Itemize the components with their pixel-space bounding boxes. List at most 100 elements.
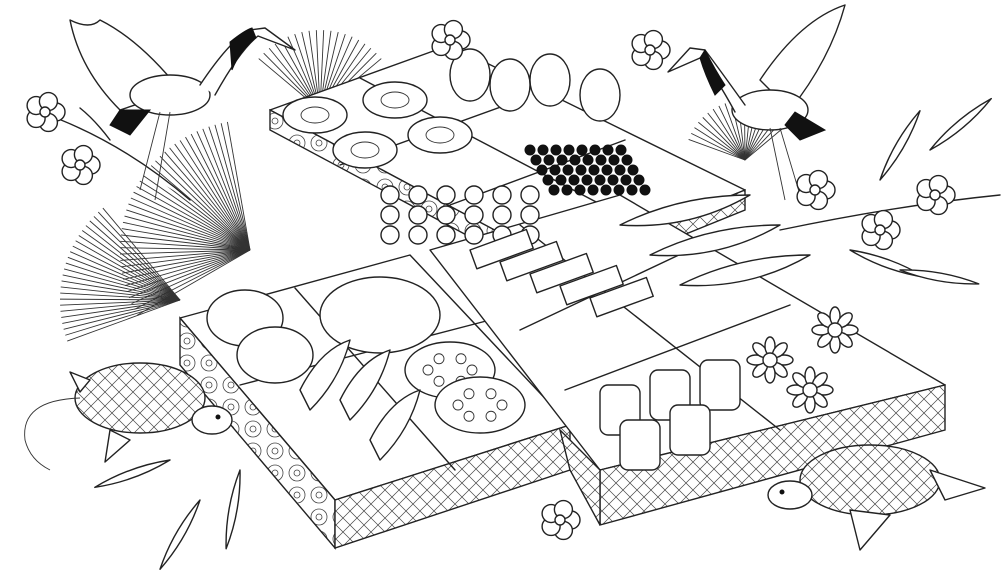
kombu-roll bbox=[589, 276, 654, 318]
kamaboko bbox=[236, 326, 314, 384]
pine-needle bbox=[143, 175, 251, 251]
pine-needle bbox=[63, 268, 181, 301]
pine-needle bbox=[128, 203, 251, 251]
bamboo-leaf bbox=[879, 110, 921, 181]
bamboo-leaf bbox=[159, 499, 201, 570]
black-bean bbox=[639, 184, 651, 196]
lotus-hole bbox=[463, 410, 475, 422]
sardine bbox=[649, 224, 781, 257]
kuromame-piece bbox=[464, 185, 484, 205]
pine-needle bbox=[208, 126, 251, 251]
flower-center bbox=[802, 382, 818, 398]
lotus-hole bbox=[455, 353, 467, 365]
bamboo-leaf bbox=[899, 269, 980, 285]
pine-needle bbox=[718, 105, 746, 161]
black-bean bbox=[563, 144, 575, 156]
pine-needle bbox=[89, 220, 181, 301]
black-bean bbox=[595, 154, 607, 166]
pine-needle bbox=[214, 124, 251, 251]
crane-left bbox=[69, 19, 296, 201]
blossom-center bbox=[74, 159, 86, 171]
pine-needle bbox=[59, 298, 181, 301]
pine-needle bbox=[120, 249, 251, 255]
datemaki-roll bbox=[332, 131, 398, 169]
bamboo-leaf bbox=[94, 459, 171, 489]
black-bean bbox=[568, 174, 580, 186]
pine-needle bbox=[81, 230, 181, 301]
potato-cake bbox=[319, 276, 441, 354]
pine-needle bbox=[120, 247, 251, 251]
kombu-roll bbox=[529, 252, 594, 294]
black-bean bbox=[587, 184, 599, 196]
chestnut-kinton bbox=[579, 68, 621, 122]
black-bean bbox=[633, 174, 645, 186]
kuromame-piece bbox=[464, 205, 484, 225]
datemaki-roll bbox=[282, 96, 348, 134]
black-bean bbox=[569, 154, 581, 166]
pine-needle bbox=[78, 235, 181, 301]
black-bean bbox=[614, 164, 626, 176]
lotus-hole bbox=[463, 388, 475, 400]
kuromame-piece bbox=[520, 205, 540, 225]
pine-needle bbox=[124, 215, 251, 251]
egg-roll bbox=[699, 359, 741, 411]
pine-needle bbox=[93, 216, 181, 301]
kuromame-piece bbox=[436, 205, 456, 225]
chestnut-kinton bbox=[449, 48, 491, 102]
shrimp bbox=[299, 339, 351, 411]
black-bean bbox=[594, 174, 606, 186]
kuromame-piece bbox=[492, 185, 512, 205]
roll-swirl bbox=[350, 141, 380, 159]
black-bean bbox=[601, 164, 613, 176]
pine-needle bbox=[121, 249, 251, 274]
pine-needle bbox=[131, 249, 251, 305]
kuromame-piece bbox=[520, 185, 540, 205]
kuromame-piece bbox=[408, 205, 428, 225]
kuromame-piece bbox=[436, 185, 456, 205]
pine-needle bbox=[72, 245, 181, 301]
pine-needle bbox=[698, 121, 746, 161]
pine-needle bbox=[61, 280, 181, 301]
pine-needle bbox=[67, 256, 181, 301]
pine-needle bbox=[691, 132, 746, 161]
food-items bbox=[206, 48, 859, 471]
pine-needle bbox=[67, 299, 181, 342]
pine-needle bbox=[62, 274, 181, 301]
lotus-hole bbox=[452, 399, 464, 411]
black-bean bbox=[550, 144, 562, 156]
lotus-hole bbox=[496, 399, 508, 411]
pine-needle bbox=[120, 240, 251, 251]
pine-needle bbox=[712, 108, 746, 161]
black-bean bbox=[530, 154, 542, 166]
black-bean bbox=[626, 184, 638, 196]
blossom-center bbox=[554, 514, 566, 526]
black-bean bbox=[576, 144, 588, 156]
kuromame-piece bbox=[380, 205, 400, 225]
bamboo-leaf bbox=[225, 469, 241, 550]
sardine bbox=[619, 194, 751, 227]
pine-needle bbox=[75, 240, 181, 301]
black-bean bbox=[537, 144, 549, 156]
lotus-hole bbox=[485, 410, 497, 422]
blossom-center bbox=[444, 34, 456, 46]
pine-needle bbox=[226, 121, 251, 251]
black-bean bbox=[615, 144, 627, 156]
black-bean bbox=[561, 184, 573, 196]
kuromame-piece bbox=[380, 185, 400, 205]
pine-needle bbox=[164, 151, 251, 251]
pine-needle bbox=[190, 133, 251, 251]
lotus-hole bbox=[433, 375, 445, 387]
black-bean bbox=[524, 144, 536, 156]
black-bean bbox=[548, 184, 560, 196]
pine-needle bbox=[97, 211, 181, 301]
kuromame-piece bbox=[380, 225, 400, 245]
pine-needle bbox=[63, 299, 181, 330]
pine-needle bbox=[150, 165, 251, 251]
pine-needle bbox=[60, 292, 181, 301]
blossom-center bbox=[644, 44, 656, 56]
kombu-roll bbox=[559, 264, 624, 306]
black-bean bbox=[574, 184, 586, 196]
black-bean bbox=[600, 184, 612, 196]
sardine bbox=[679, 254, 811, 287]
